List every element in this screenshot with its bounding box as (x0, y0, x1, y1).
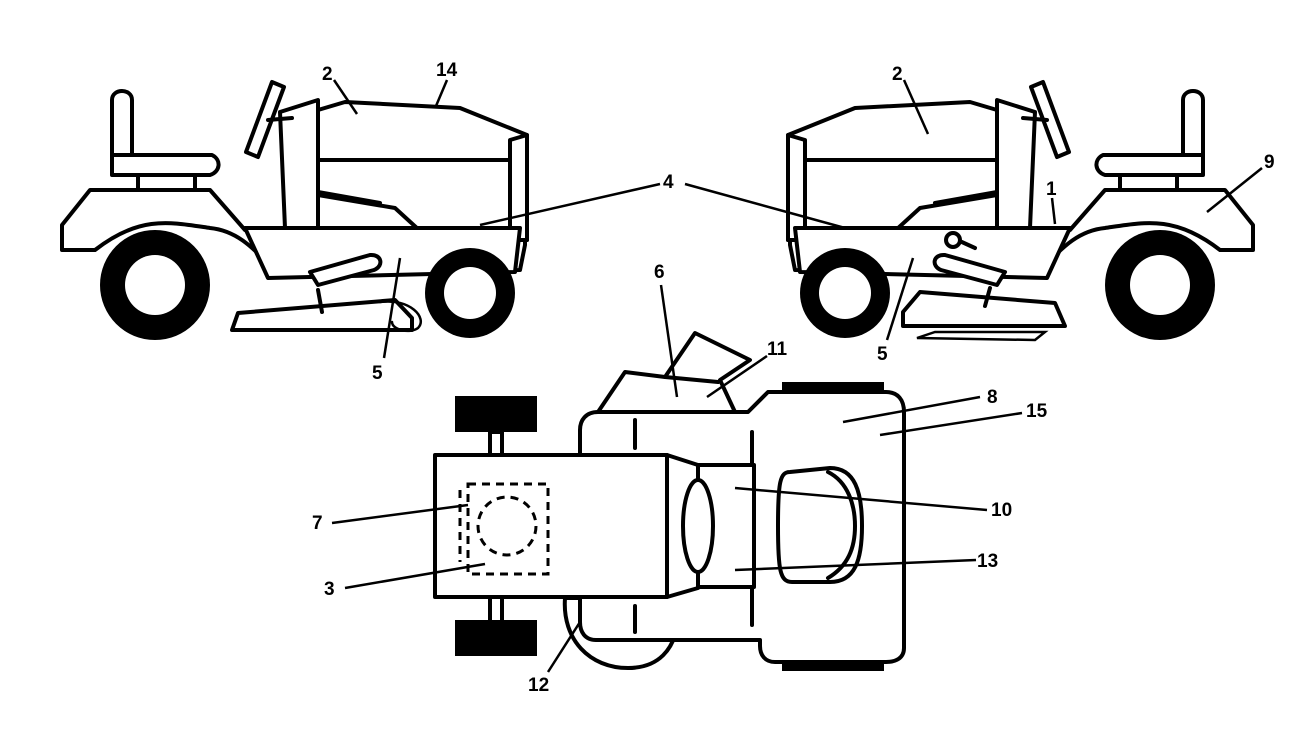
hood-top (433, 453, 669, 599)
deck-hanger (316, 288, 324, 314)
callout-5-right: 5 (877, 344, 888, 365)
callout-13: 13 (977, 551, 998, 572)
engine-outline (466, 482, 550, 576)
foot-pedal (932, 252, 1007, 287)
leader-lines (331, 79, 1263, 673)
callout-2-right: 2 (892, 64, 903, 85)
callout-9: 9 (1264, 152, 1275, 173)
callout-15: 15 (1026, 401, 1048, 422)
callout-6: 6 (654, 262, 665, 283)
front-right-wheel (455, 620, 537, 656)
deck-hanger (983, 286, 992, 308)
foot-pedal (308, 252, 383, 287)
steering-wheel (244, 80, 286, 159)
hood (786, 100, 999, 242)
callout-7: 7 (312, 513, 323, 534)
callout-5-left: 5 (372, 363, 383, 384)
callout-12: 12 (528, 675, 549, 696)
seat-cushion (110, 153, 221, 177)
seat-cushion (1094, 153, 1205, 177)
lift-lever-knob (944, 231, 962, 249)
mower-deck (901, 290, 1067, 328)
callout-3: 3 (324, 579, 335, 600)
steering-wheel (1029, 80, 1071, 159)
seat-base (1118, 173, 1179, 192)
steering-wheel-top (681, 478, 715, 574)
mower-deck (230, 298, 414, 332)
hood (316, 100, 529, 242)
tractor-right-side-view (786, 80, 1255, 342)
hood-grille (786, 133, 807, 242)
hood-grille (508, 133, 529, 242)
callout-4: 4 (663, 172, 674, 193)
callout-labels: 2 14 4 5 2 1 9 5 6 11 8 15 10 13 7 3 12 (312, 60, 1275, 696)
tractor-top-view (433, 331, 906, 671)
callout-11: 11 (767, 339, 788, 360)
front-left-wheel (455, 396, 537, 432)
callout-14: 14 (436, 60, 458, 81)
callout-1: 1 (1046, 179, 1057, 200)
engine-cap-outline (476, 495, 538, 557)
deck-belt-loop (378, 300, 422, 333)
callout-2-left: 2 (322, 64, 333, 85)
tractor-left-side-view (60, 80, 529, 340)
seat-base (136, 173, 197, 192)
callout-10: 10 (991, 500, 1012, 521)
callout-8: 8 (987, 387, 998, 408)
